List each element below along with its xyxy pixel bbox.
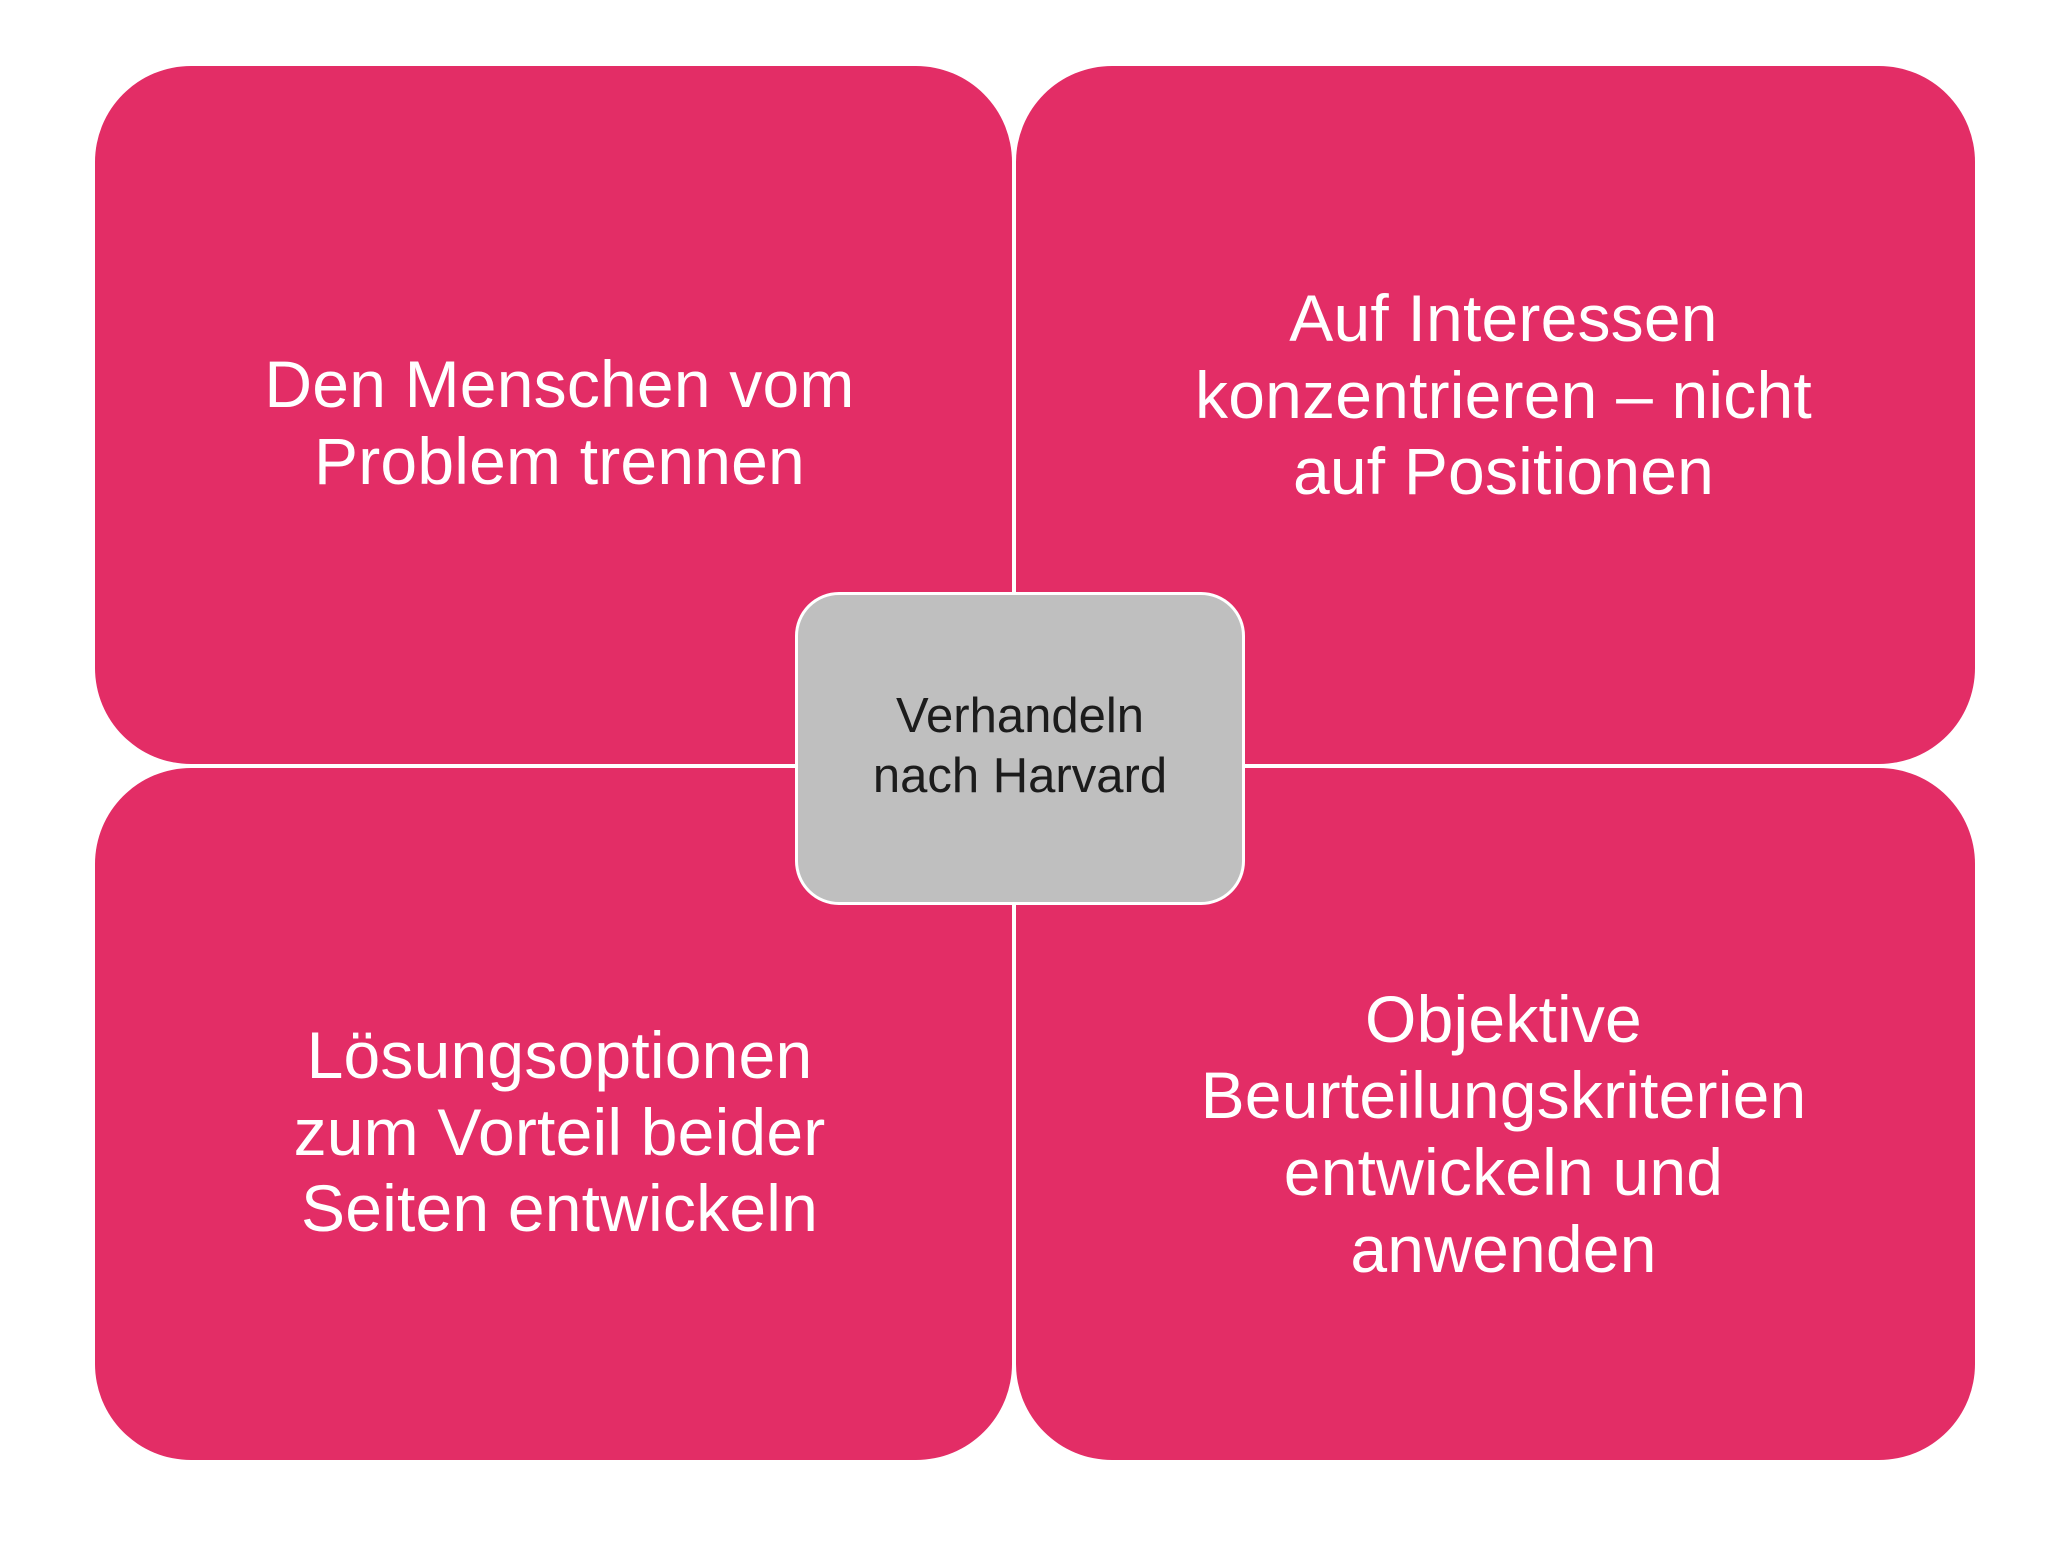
- quadrant-bottom-right-label: Objektive Beurteilungskriterien entwicke…: [1200, 981, 1807, 1286]
- quadrant-top-right-label: Auf Interessen konzentrieren – nicht auf…: [1195, 281, 1812, 509]
- quadrant-top-left-label: Den Menschen vom Problem trennen: [264, 347, 855, 498]
- center-hub[interactable]: Verhandeln nach Harvard: [795, 592, 1245, 905]
- quadrant-bottom-left-label: Lösungsoptionen zum Vorteil beider Seite…: [293, 1018, 826, 1246]
- center-hub-label: Verhandeln nach Harvard: [872, 688, 1168, 803]
- quadrant-bottom-left[interactable]: Lösungsoptionen zum Vorteil beider Seite…: [95, 768, 1012, 1460]
- quadrant-top-left[interactable]: Den Menschen vom Problem trennen: [95, 66, 1012, 764]
